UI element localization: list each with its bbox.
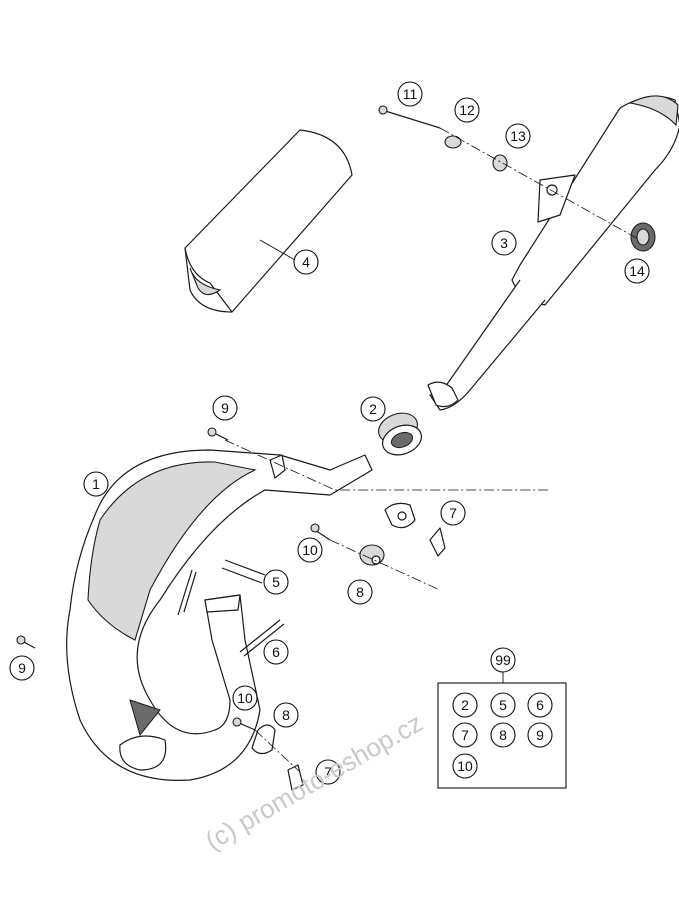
callout-5: 5 — [263, 569, 289, 595]
callout-14: 14 — [624, 258, 650, 284]
callout-1-label: 1 — [92, 476, 100, 492]
kit-item-label: 8 — [499, 727, 507, 743]
callout-3: 3 — [491, 230, 517, 256]
callout-7a: 7 — [440, 500, 466, 526]
kit-item-label: 9 — [536, 727, 544, 743]
callout-2-label: 2 — [369, 401, 377, 417]
callout-6-label: 6 — [272, 644, 280, 660]
callout-4-label: 4 — [302, 254, 310, 270]
silencer-part-3 — [427, 95, 679, 411]
callout-10a-label: 10 — [302, 542, 318, 558]
callout-10b: 10 — [232, 685, 258, 711]
callout-1: 1 — [83, 471, 109, 497]
callout-8b: 8 — [273, 702, 299, 728]
kit-item: 7 — [452, 722, 478, 748]
kit-item-label: 6 — [536, 697, 544, 713]
callout-3-label: 3 — [500, 235, 508, 251]
callout-9b-label: 9 — [18, 660, 26, 676]
kit-item-label: 7 — [461, 727, 469, 743]
callout-2: 2 — [360, 396, 386, 422]
callout-7b: 7 — [315, 759, 341, 785]
kit-item: 10 — [452, 753, 478, 779]
kit-item: 9 — [527, 722, 553, 748]
kit-item-label: 2 — [461, 697, 469, 713]
callout-4: 4 — [293, 249, 319, 275]
kit-99-label: 99 — [495, 652, 511, 668]
callout-10b-label: 10 — [237, 690, 253, 706]
callout-8a: 8 — [347, 579, 373, 605]
hardware — [16, 105, 656, 791]
callout-13-label: 13 — [510, 128, 526, 144]
callout-11-label: 11 — [403, 86, 418, 102]
kit-99-callout: 99 — [490, 647, 516, 673]
callout-11: 11 — [397, 81, 423, 107]
callout-6: 6 — [263, 639, 289, 665]
callout-9a: 9 — [212, 395, 238, 421]
kit-99-frame — [437, 682, 567, 789]
kit-item-label: 5 — [499, 697, 507, 713]
callout-7a-label: 7 — [449, 505, 457, 521]
kit-item: 6 — [527, 692, 553, 718]
callout-8a-label: 8 — [356, 584, 364, 600]
assembly-axes — [224, 127, 641, 773]
callout-14-label: 14 — [629, 263, 645, 279]
kit-item: 2 — [452, 692, 478, 718]
callout-7b-label: 7 — [324, 764, 332, 780]
expansion-chamber-part-1 — [66, 449, 373, 781]
callout-12-label: 12 — [459, 102, 475, 118]
kit-item: 5 — [490, 692, 516, 718]
kit-99: 99 2 5 6 7 8 9 10 — [437, 647, 567, 789]
sleeve-part-2 — [378, 412, 422, 456]
callout-5-label: 5 — [272, 574, 280, 590]
callout-9b: 9 — [9, 655, 35, 681]
heat-shield-part-4 — [184, 129, 353, 313]
callout-10a: 10 — [297, 537, 323, 563]
callout-13: 13 — [505, 123, 531, 149]
kit-item-label: 10 — [457, 758, 473, 774]
kit-item: 8 — [490, 722, 516, 748]
callout-9a-label: 9 — [221, 400, 229, 416]
springs — [177, 559, 285, 657]
callout-12: 12 — [454, 97, 480, 123]
callout-8b-label: 8 — [282, 707, 290, 723]
